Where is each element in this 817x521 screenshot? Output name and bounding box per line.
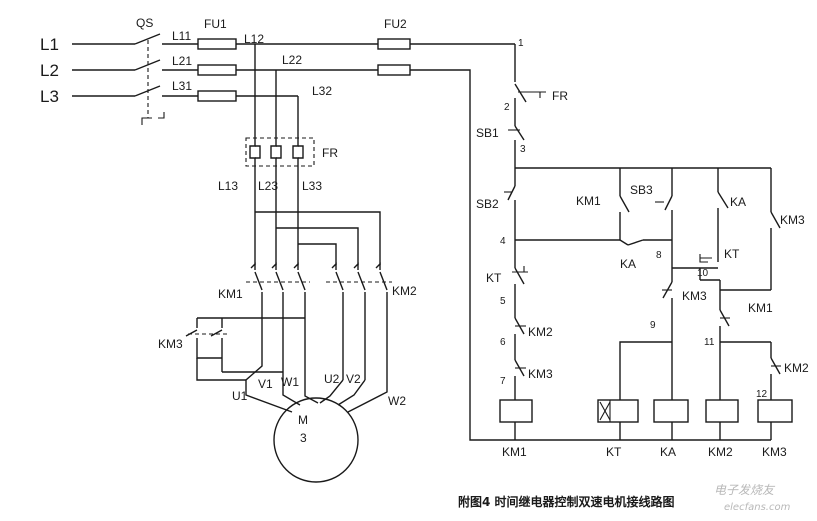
l11-label: L11 [172,29,191,43]
kt-label-a: KT [486,271,502,285]
km1-aux-label-b: KM1 [748,301,773,315]
ka-nc-contact [619,239,672,246]
coil-km1 [499,399,533,423]
watermark-text: 电子发烧友 [714,483,776,497]
qs-label: QS [136,16,153,30]
fu1-label: FU1 [204,17,227,31]
main-bus [236,43,378,140]
sb1-stop-button [508,118,525,168]
coil-kt-label: KT [606,445,622,459]
node-10: 10 [697,268,709,279]
km1-coil-branch [512,240,528,400]
km3-aux-label-a: KM3 [528,367,553,381]
coil-km2-label: KM2 [708,445,733,459]
km3-power-label: KM3 [158,337,183,351]
u1-label: U1 [232,389,248,403]
km3-aux-label-mid: KM3 [682,289,707,303]
l13-label: L13 [218,179,238,193]
l3-label: L3 [40,87,59,106]
ka-label-b: KA [730,195,746,209]
l21-label: L21 [172,54,192,68]
motor-leads [245,310,388,413]
km2-aux-label-a: KM2 [528,325,553,339]
coil-kt [597,399,639,423]
fr-thermal-relay [245,137,315,167]
fu2-fuse-top [377,38,411,50]
coil-ka-label: KA [660,445,676,459]
l2-label: L2 [40,61,59,80]
km3-aux-label-right: KM3 [780,213,805,227]
coils [499,399,793,441]
node-11: 11 [704,337,715,348]
phase-lines [72,43,135,97]
sb3-button [655,168,673,240]
sb1-label: SB1 [476,126,499,140]
l31-label: L31 [172,79,192,93]
ka-no-contact [717,168,729,244]
km1-power-label: KM1 [218,287,243,301]
node-1: 1 [518,38,524,49]
motor-phase-label: 3 [300,431,307,445]
motor-circle [273,397,359,483]
fu2-fuse-bottom [377,64,411,76]
coil-km3 [757,399,793,423]
kt-label-b: KT [724,247,740,261]
coil-km2 [705,399,739,423]
l32-label: L32 [312,84,332,98]
node-5: 5 [500,296,506,307]
l33-label: L33 [302,179,322,193]
km2-aux-label-b: KM2 [784,361,809,375]
motor-m-label: M [298,413,308,427]
watermark-url: elecfans.com [724,502,791,513]
node-2: 2 [504,102,510,113]
kt-timed-contact [671,240,721,298]
ka-label-a: KA [620,257,636,271]
km1-aux-contact [619,168,630,240]
fu2-label: FU2 [384,17,407,31]
v1-label: V1 [258,377,273,391]
coil-km3-label: KM3 [762,445,787,459]
l22-label: L22 [282,53,302,67]
sb2-label: SB2 [476,197,499,211]
km2-main-contacts [326,262,392,380]
node-3: 3 [520,144,526,155]
control-feed-2 [410,69,515,441]
km1-main-contacts [246,262,310,312]
qs-switch [134,33,165,125]
node-7: 7 [500,376,506,387]
node-8: 8 [656,250,662,261]
km2-nc-contact [720,341,781,400]
km3-nc-contact [662,268,673,400]
coil-ka [653,399,689,423]
km2-power-label: KM2 [392,284,417,298]
coil-km1-label: KM1 [502,445,527,459]
node-4: 4 [500,236,506,247]
kt-coil-feed [619,341,672,400]
node-12: 12 [756,389,768,400]
sb2-start-button [504,168,516,240]
diagram-caption: 附图4 时间继电器控制双速电机接线路图 [458,494,675,509]
w2-label: W2 [388,394,406,408]
l23-label: L23 [258,179,278,193]
fr-label: FR [322,146,338,160]
u2-label: U2 [324,372,340,386]
node-9: 9 [650,320,656,331]
node-6: 6 [500,337,506,348]
fu1-fuses [197,38,237,102]
fr-nc-contact [514,44,546,118]
km1-nc-contact [719,298,730,400]
km1-aux-label: KM1 [576,194,601,208]
l12-label: L12 [244,32,264,46]
l1-label: L1 [40,35,59,54]
w1-label: W1 [281,375,299,389]
power-distribution [254,166,381,265]
fr-control-label: FR [552,89,568,103]
fuse-feeds [162,43,198,97]
km3-contacts [185,317,305,381]
km3-aux-contact-right [720,168,781,291]
v2-label: V2 [346,372,361,386]
sb3-label: SB3 [630,183,653,197]
